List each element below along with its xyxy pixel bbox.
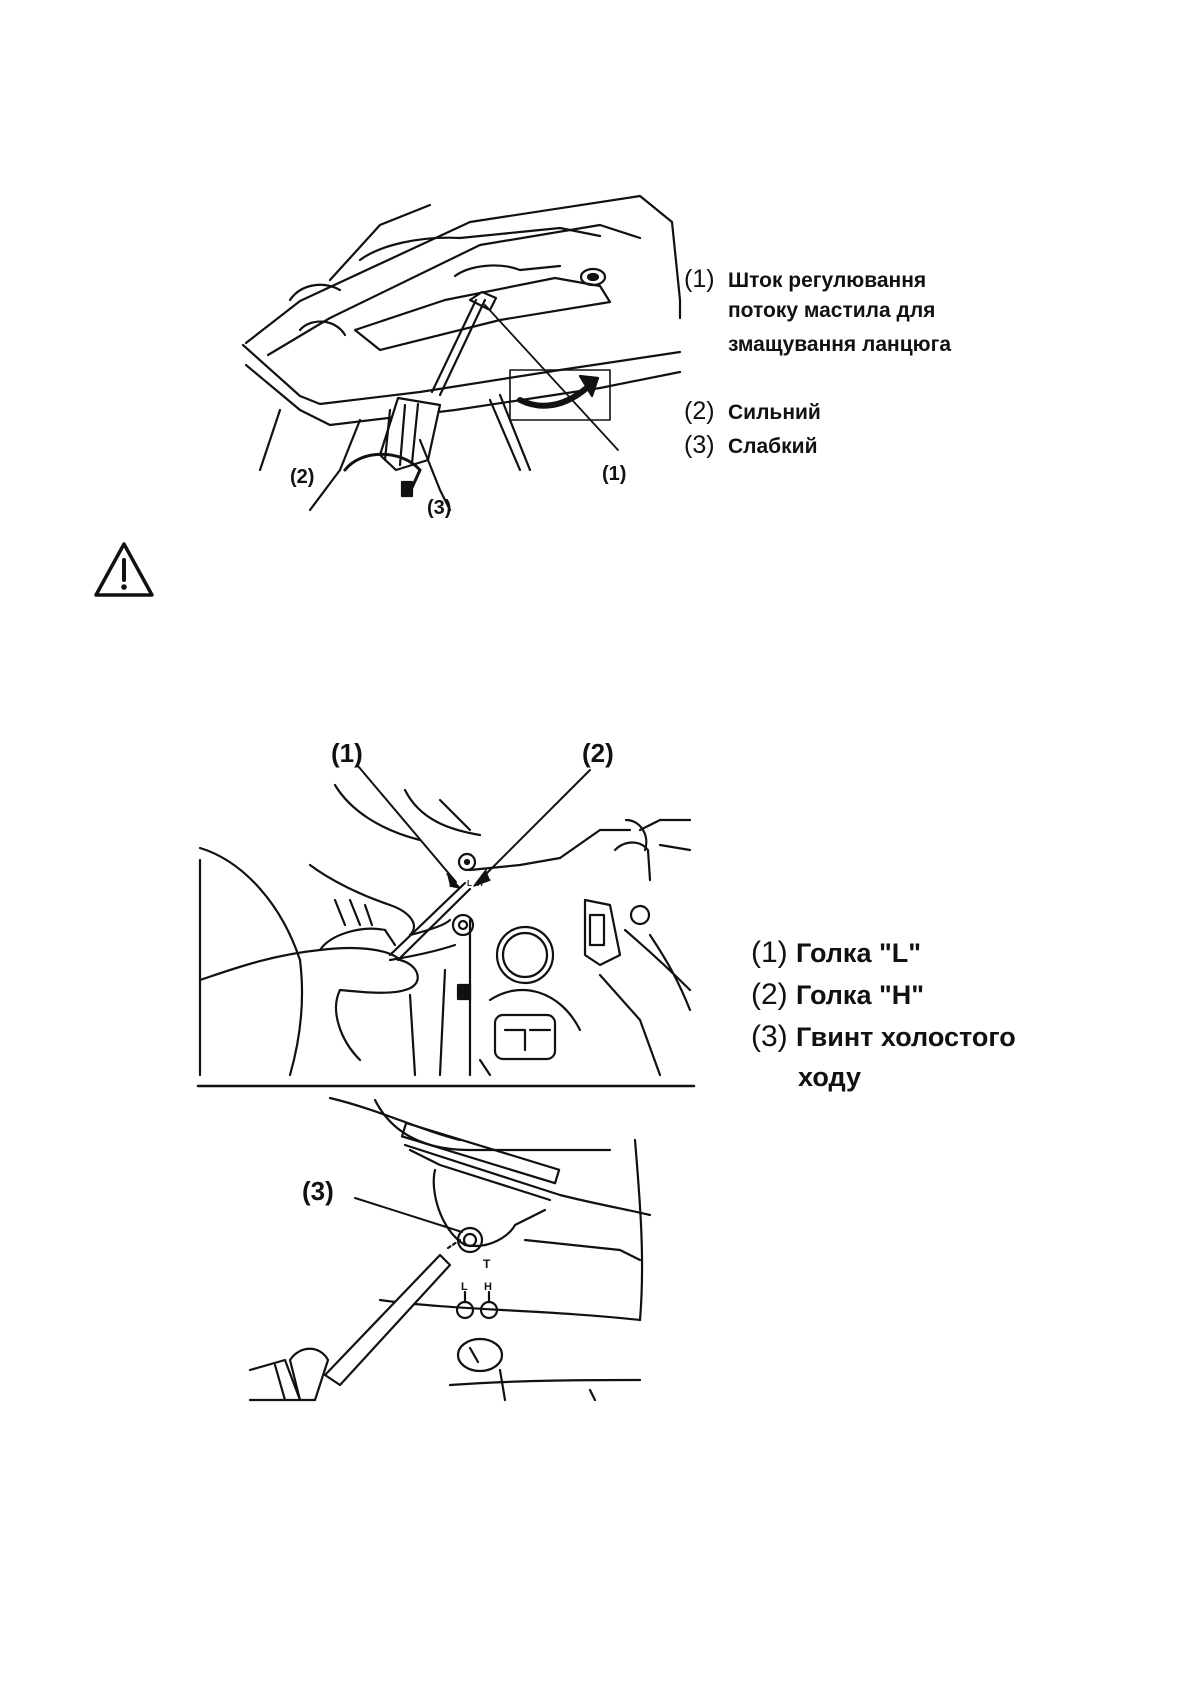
legend-text: ходу (798, 1062, 861, 1092)
legend-item: (1) Голка "L" (751, 936, 1016, 978)
figure2-legend: (1) Голка "L" (2) Голка "H" (3) Гвинт хо… (751, 936, 1016, 1104)
legend-text: Слабкий (728, 435, 818, 458)
legend-text: Шток регулювання (728, 269, 927, 292)
figure1-callout-2: (2) (290, 466, 315, 488)
legend-number: (2) (684, 397, 715, 425)
legend-item: (2) Сильний (684, 397, 951, 431)
legend-number: (1) (751, 936, 788, 969)
legend-text: Голка "H" (796, 980, 925, 1010)
legend-number: (2) (751, 978, 788, 1011)
legend-text: Сильний (728, 401, 821, 424)
needle-marking-h-upper: H (477, 879, 483, 888)
figure2-callout-2: (2) (582, 738, 614, 768)
figure1-callout-3: (3) (427, 497, 452, 519)
figure2-callout-3: (3) (302, 1176, 334, 1206)
figure1-callout-1: (1) (602, 463, 627, 485)
needle-marking-l: L (461, 1281, 468, 1293)
legend-text: потоку мастила для (728, 299, 936, 322)
legend-text: Голка "L" (796, 938, 922, 968)
legend-text: Гвинт холостого (796, 1022, 1016, 1052)
legend-text: змащування ланцюга (728, 333, 951, 356)
legend-item: (1) Шток регулювання (684, 265, 951, 299)
figure2-callout-1: (1) (331, 738, 363, 768)
legend-item: (2) Голка "H" (751, 978, 1016, 1020)
legend-number: (3) (751, 1020, 788, 1053)
figure1-legend: (1) Шток регулювання потоку мастила для … (684, 265, 951, 465)
needle-marking-h: H (484, 1281, 492, 1293)
legend-number: (1) (684, 265, 715, 293)
needle-marking-l-upper: L (467, 879, 472, 888)
legend-number: (3) (684, 431, 715, 459)
idle-marking-t: T (483, 1257, 491, 1271)
legend-item: (3) Слабкий (684, 431, 951, 465)
warning-triangle-icon (94, 542, 154, 597)
legend-item: (3) Гвинт холостого (751, 1020, 1016, 1062)
